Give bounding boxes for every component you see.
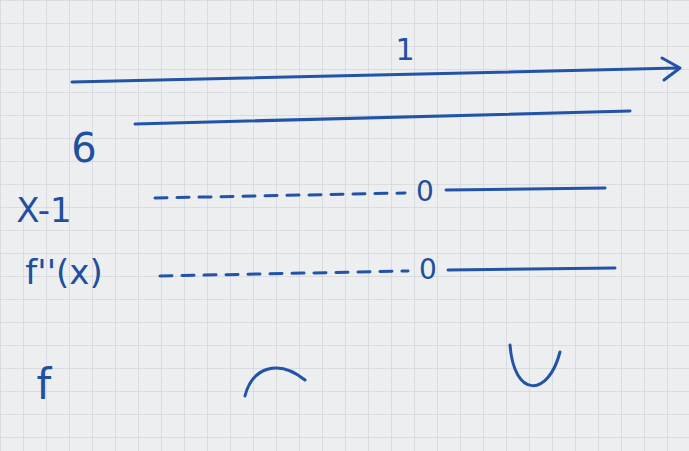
concave-down-symbol [245, 368, 305, 396]
negative-dashes [160, 271, 408, 276]
positive-line [135, 111, 630, 124]
concave-up-symbol [510, 345, 560, 386]
negative-dashes [155, 193, 405, 198]
zero-mark: 0 [414, 178, 436, 206]
positive-line [446, 188, 605, 190]
function-label: f''(x) [23, 255, 104, 289]
function-label: f [35, 364, 54, 406]
factor-label: 6 [69, 128, 98, 168]
axis-point: 1 [393, 35, 416, 65]
zero-mark: 0 [417, 256, 439, 284]
factor-label: X-1 [14, 193, 74, 227]
number-axis [72, 68, 678, 82]
axis-arrowhead [662, 58, 680, 80]
positive-line [448, 268, 615, 270]
